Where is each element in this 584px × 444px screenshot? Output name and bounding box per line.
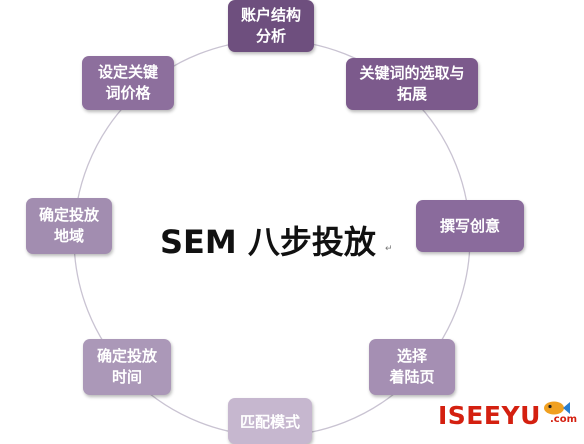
step-match-mode: 匹配模式 bbox=[228, 398, 312, 444]
diagram-title: SEM 八步投放 bbox=[160, 223, 376, 261]
step-landing-page: 选择 着陆页 bbox=[369, 339, 455, 395]
step-delivery-region: 确定投放 地域 bbox=[26, 198, 112, 254]
fish-icon bbox=[544, 401, 570, 415]
watermark-text: ISEEYU bbox=[438, 401, 541, 430]
step-account-structure: 账户结构 分析 bbox=[228, 0, 314, 52]
step-keyword-selection: 关键词的选取与 拓展 bbox=[346, 58, 478, 110]
watermark-logo: ISEEYU .com bbox=[438, 400, 584, 434]
step-delivery-time: 确定投放 时间 bbox=[83, 339, 171, 395]
paragraph-return-icon: ↵ bbox=[385, 244, 393, 254]
step-write-creative: 撰写创意 bbox=[416, 200, 524, 252]
step-keyword-price: 设定关键 词价格 bbox=[82, 56, 174, 110]
watermark-suffix: .com bbox=[550, 414, 578, 425]
